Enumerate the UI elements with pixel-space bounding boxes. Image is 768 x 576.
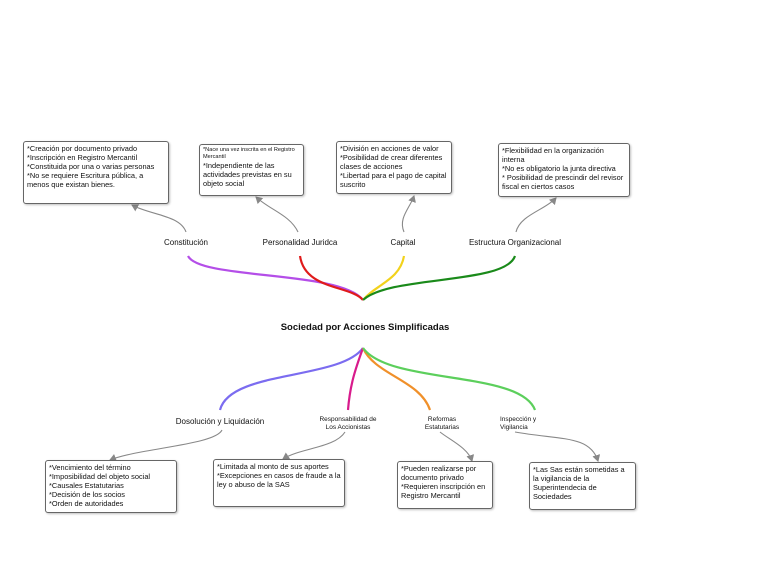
connector-estructura xyxy=(515,197,557,233)
box-inspeccion[interactable]: *Las Sas están sometidas a la vigilancia… xyxy=(529,462,636,510)
box-reformas-item: *Requieren inscripción en Registro Merca… xyxy=(401,482,486,500)
box-capital-item: *Posibilidad de crear diferentes clases … xyxy=(340,153,443,171)
box-disolucion[interactable]: *Vencimiento del término *Imposibilidad … xyxy=(45,460,177,513)
box-reformas[interactable]: *Pueden realizarse por documento privado… xyxy=(397,461,493,509)
branch-estructura xyxy=(362,255,517,301)
box-personalidad-item: *Independiente de las actividades previs… xyxy=(203,161,292,188)
central-topic[interactable]: Sociedad por Acciones Simplificadas xyxy=(280,322,450,333)
label-disolucion[interactable]: Dosolución y Liquidación xyxy=(175,417,265,426)
box-constitucion-item: *Inscripción en Registro Mercantil xyxy=(27,153,138,162)
branch-reformas xyxy=(361,347,432,411)
label-inspeccion-line2: Vigilancia xyxy=(500,424,528,431)
branch-inspeccion xyxy=(362,347,537,411)
label-personalidad[interactable]: Personalidad Juridca xyxy=(262,238,338,247)
box-capital-item: *Libertad para el pago de capital suscri… xyxy=(340,171,447,189)
box-constitucion-item: *Creación por documento privado xyxy=(27,144,138,153)
box-estructura-item: *Flexibilidad en la organización interna xyxy=(502,146,604,164)
label-responsabilidad-line2: Los Accionistas xyxy=(325,424,371,431)
box-responsabilidad-item: *Excepciones en casos de fraude a la ley… xyxy=(217,471,341,489)
branch-personalidad xyxy=(298,255,364,301)
branch-constitucion xyxy=(187,255,364,301)
branch-responsabilidad xyxy=(346,347,365,411)
box-estructura-item: * Posibilidad de prescindir del revisor … xyxy=(502,173,624,191)
box-responsabilidad[interactable]: *Limitada al monto de sus aportes *Excep… xyxy=(213,459,345,507)
label-inspeccion-line1: Inspección y xyxy=(500,416,537,423)
connector-responsabilidad xyxy=(282,431,346,460)
branch-capital xyxy=(362,255,406,301)
box-constitucion-item: *No se requiere Escritura pública, a men… xyxy=(27,171,144,189)
box-capital[interactable]: *División en acciones de valor *Posibili… xyxy=(336,141,452,194)
branch-disolucion xyxy=(218,347,364,411)
box-constitucion[interactable]: *Creación por documento privado *Inscrip… xyxy=(23,141,169,204)
box-reformas-item: *Pueden realizarse por documento privado xyxy=(401,464,477,482)
label-capital[interactable]: Capital xyxy=(390,238,416,247)
label-responsabilidad[interactable]: Responsabilidad de Los Accionistas xyxy=(308,416,388,432)
box-disolucion-item: *Imposibilidad del objeto social xyxy=(49,472,151,481)
box-estructura-item: *No es obligatorio la junta directiva xyxy=(502,164,616,173)
box-disolucion-item: *Orden de autoridades xyxy=(49,499,124,508)
label-inspeccion[interactable]: Inspección y Vigilancia xyxy=(500,416,560,432)
box-inspeccion-item: *Las Sas están sometidas a la vigilancia… xyxy=(533,465,625,501)
label-reformas-line1: Reformas xyxy=(427,416,457,423)
label-reformas[interactable]: Reformas Estatutarias xyxy=(412,416,472,432)
box-disolucion-item: *Vencimiento del término xyxy=(49,463,131,472)
label-responsabilidad-line1: Responsabilidad de xyxy=(319,416,377,423)
box-personalidad-item: *Nace una vez inscrita en el Registro Me… xyxy=(203,147,295,160)
box-responsabilidad-item: *Limitada al monto de sus aportes xyxy=(217,462,329,471)
label-reformas-line2: Estatutarias xyxy=(424,424,460,431)
box-disolucion-item: *Causales Estatutarias xyxy=(49,481,124,490)
box-estructura[interactable]: *Flexibilidad en la organización interna… xyxy=(498,143,630,197)
connector-disolucion xyxy=(109,429,223,462)
connector-inspeccion xyxy=(514,431,601,462)
label-constitucion[interactable]: Constitución xyxy=(163,238,209,247)
connector-constitucion xyxy=(131,204,187,233)
box-personalidad[interactable]: *Nace una vez inscrita en el Registro Me… xyxy=(199,144,304,196)
connector-reformas xyxy=(439,431,475,462)
box-disolucion-item: *Decisión de los socios xyxy=(49,490,125,499)
connector-capital xyxy=(401,195,416,233)
label-estructura[interactable]: Estructura Organizacional xyxy=(468,238,562,247)
box-constitucion-item: *Constituida por una o varias personas xyxy=(27,162,155,171)
box-capital-item: *División en acciones de valor xyxy=(340,144,439,153)
connector-personalidad xyxy=(255,196,299,233)
